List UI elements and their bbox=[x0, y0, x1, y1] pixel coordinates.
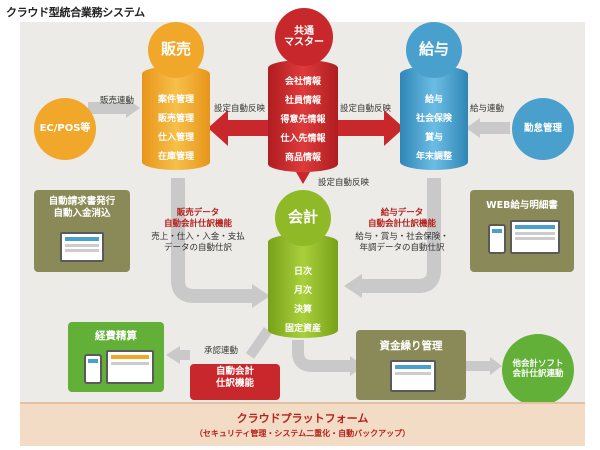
accounting-item: 固定資産 bbox=[284, 324, 321, 334]
accounting-item: 日次 bbox=[293, 267, 312, 277]
invoice-line1: 自動請求書発行 bbox=[48, 196, 116, 207]
sales-data-desc2: データの自動仕訳 bbox=[163, 243, 232, 254]
attendance-label: 勤怠管理 bbox=[523, 122, 562, 134]
sync-down-label: 設定自動反映 bbox=[318, 178, 370, 188]
payroll-bubble: 給与 bbox=[406, 22, 462, 78]
payroll-item: 年末調整 bbox=[415, 152, 452, 162]
payroll-item: 賞与 bbox=[424, 133, 443, 143]
web-payslip-label: WEB給与明細書 bbox=[486, 200, 558, 211]
attendance-circle: 勤怠管理 bbox=[512, 98, 574, 160]
sales-item: 販売管理 bbox=[157, 114, 194, 124]
sync-left-label: 設定自動反映 bbox=[214, 104, 266, 114]
cash-label: 資金繰り管理 bbox=[379, 340, 443, 352]
payroll-label: 給与 bbox=[418, 40, 449, 59]
approval-link-label: 承認連動 bbox=[204, 346, 239, 356]
invoice-box: 自動請求書発行 自動入金消込 bbox=[34, 190, 130, 272]
accounting-item: 決算 bbox=[293, 305, 312, 315]
master-label-1: 共通 bbox=[294, 25, 314, 37]
sales-link-label: 販売連動 bbox=[100, 96, 135, 106]
accounting-bubble: 会計 bbox=[275, 190, 331, 246]
sales-item: 仕入管理 bbox=[157, 133, 194, 143]
auto-journal-box: 自動会計 仕訳機能 bbox=[190, 364, 280, 400]
payroll-item: 給与 bbox=[424, 95, 443, 105]
ecpos-circle: EC/POS等 bbox=[34, 98, 96, 160]
auto-journal-line2: 仕訳機能 bbox=[215, 378, 254, 390]
sales-item: 案件管理 bbox=[157, 95, 194, 105]
payroll-data-desc1: 給与・賞与・社会保険・ bbox=[355, 232, 449, 243]
master-item: 会社情報 bbox=[284, 77, 321, 87]
platform-subtitle: （セキュリティ管理・システム二重化・自動バックアップ） bbox=[194, 429, 411, 438]
sales-data-desc1: 売上・仕入・入金・支払 bbox=[151, 232, 245, 243]
sales-data-block: 販売データ 自動会計仕訳機能 売上・仕入・入金・支払 データの自動仕訳 bbox=[138, 208, 258, 254]
payroll-data-title1: 給与データ bbox=[380, 208, 424, 218]
expense-label: 経費精算 bbox=[95, 330, 137, 342]
web-payslip-box: WEB給与明細書 bbox=[470, 190, 574, 272]
other-soft-line2: 会計仕訳連動 bbox=[512, 369, 564, 379]
platform-title: クラウドプラットフォーム bbox=[236, 412, 369, 425]
payroll-link-label: 給与連動 bbox=[470, 104, 505, 114]
master-label-2: マスター bbox=[284, 37, 324, 48]
payroll-cylinder: 給与 社会保険 賞与 年末調整 bbox=[400, 66, 468, 170]
monitor-icon bbox=[390, 360, 436, 392]
sales-bubble: 販売 bbox=[148, 22, 204, 78]
sync-right-label: 設定自動反映 bbox=[340, 104, 392, 114]
phone-icon bbox=[84, 354, 102, 384]
sales-data-title1: 販売データ bbox=[176, 208, 220, 218]
invoice-line2: 自動入金消込 bbox=[53, 208, 111, 220]
master-item: 商品情報 bbox=[284, 153, 321, 163]
sales-label: 販売 bbox=[160, 40, 191, 59]
phone-icon bbox=[488, 224, 506, 254]
monitor-icon bbox=[106, 350, 154, 384]
page-title: クラウド型統合業務システム bbox=[6, 6, 145, 19]
expense-box: 経費精算 bbox=[68, 322, 164, 392]
accounting-item: 月次 bbox=[293, 286, 312, 296]
accounting-cylinder: 日次 月次 決算 固定資産 bbox=[268, 234, 338, 338]
payroll-item: 社会保険 bbox=[415, 114, 452, 124]
master-item: 仕入先情報 bbox=[280, 134, 326, 144]
payroll-data-title2: 自動会計仕訳機能 bbox=[367, 219, 436, 230]
monitor-icon bbox=[510, 220, 560, 254]
cash-box: 資金繰り管理 bbox=[356, 330, 466, 400]
other-soft-circle: 他会計ソフト 会計仕訳連動 bbox=[502, 334, 574, 406]
cloud-platform: クラウドプラットフォーム （セキュリティ管理・システム二重化・自動バックアップ） bbox=[20, 402, 585, 446]
ecpos-label: EC/POS等 bbox=[39, 123, 91, 135]
other-soft-line1: 他会計ソフト bbox=[512, 359, 564, 370]
master-item: 得意先情報 bbox=[280, 115, 326, 125]
accounting-label: 会計 bbox=[287, 208, 318, 227]
payroll-data-desc2: 年調データの自動仕訳 bbox=[359, 243, 445, 254]
master-item: 社員情報 bbox=[284, 96, 321, 106]
sales-data-title2: 自動会計仕訳機能 bbox=[163, 219, 232, 230]
payroll-data-block: 給与データ 自動会計仕訳機能 給与・賞与・社会保険・ 年調データの自動仕訳 bbox=[340, 208, 464, 254]
master-bubble: 共通 マスター bbox=[275, 8, 333, 66]
sales-item: 在庫管理 bbox=[157, 152, 194, 162]
sales-cylinder: 案件管理 販売管理 仕入管理 在庫管理 bbox=[142, 66, 210, 170]
auto-journal-line1: 自動会計 bbox=[215, 366, 254, 377]
master-cylinder: 会社情報 社員情報 得意先情報 仕入先情報 商品情報 bbox=[268, 60, 338, 172]
invoice-screen-icon bbox=[60, 232, 104, 262]
